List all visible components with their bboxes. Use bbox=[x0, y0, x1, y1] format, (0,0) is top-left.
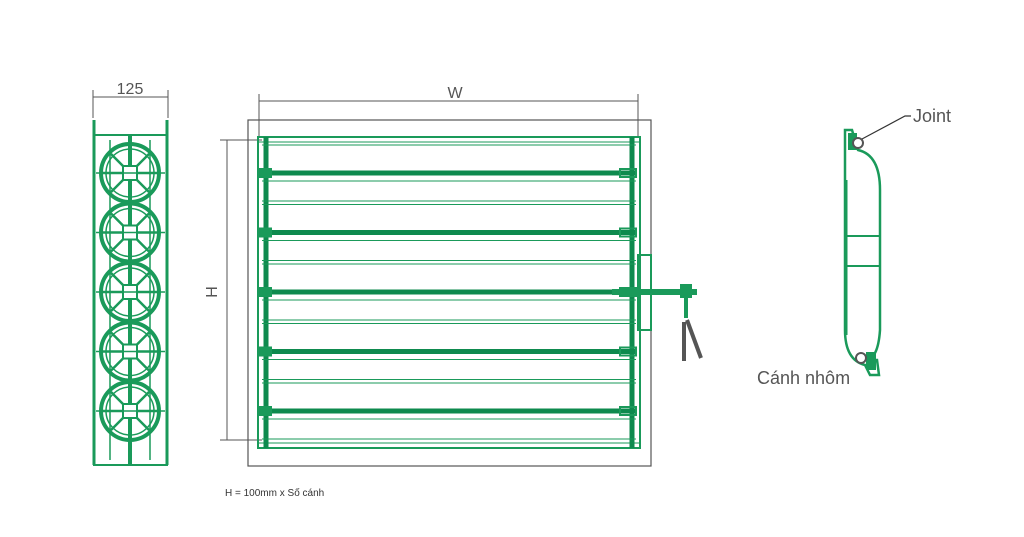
blade-bearing bbox=[258, 406, 272, 416]
profile-view: Joint Cánh nhôm bbox=[757, 106, 951, 388]
blade-wheel bbox=[96, 261, 165, 323]
blade-bearing bbox=[619, 346, 637, 357]
side-dimension-label: 125 bbox=[117, 81, 144, 98]
blade-label: Cánh nhôm bbox=[757, 368, 850, 388]
blade bbox=[258, 144, 637, 202]
width-label: W bbox=[447, 85, 463, 102]
blade-shaft bbox=[262, 230, 636, 235]
front-view: W H H = 100mm x Số cánh bbox=[204, 85, 703, 499]
joint-icon bbox=[855, 352, 867, 364]
blade-wheel bbox=[96, 201, 165, 264]
joint-label: Joint bbox=[913, 106, 951, 126]
handle-knob bbox=[680, 284, 692, 298]
blade-bearing bbox=[258, 227, 272, 238]
joint-leader-line bbox=[861, 115, 911, 140]
blade bbox=[258, 204, 637, 261]
side-view: 125 bbox=[92, 81, 169, 466]
blade-bearing bbox=[258, 346, 272, 357]
blade-bearing bbox=[619, 406, 637, 416]
blade-shaft bbox=[262, 408, 636, 414]
height-formula-note: H = 100mm x Số cánh bbox=[225, 487, 324, 499]
blade-wheel bbox=[96, 320, 165, 383]
blade-shaft bbox=[262, 349, 636, 354]
blade bbox=[258, 382, 637, 440]
joint-icon bbox=[852, 137, 864, 149]
blade-bearing bbox=[258, 287, 272, 297]
blade-profile bbox=[843, 128, 882, 377]
blade bbox=[258, 263, 637, 321]
handle-lever bbox=[685, 319, 703, 359]
blade-profile-core bbox=[845, 235, 881, 267]
blade bbox=[258, 323, 637, 380]
blade-shaft bbox=[262, 289, 636, 295]
blade-wheel bbox=[96, 380, 165, 442]
profile-corner bbox=[866, 352, 876, 370]
blade-bearing bbox=[619, 168, 637, 178]
blade-bearing bbox=[619, 227, 637, 238]
blade-bearing bbox=[258, 168, 272, 178]
blade-wheel bbox=[96, 142, 165, 204]
blade-shaft bbox=[262, 170, 636, 176]
height-label: H bbox=[204, 286, 221, 298]
